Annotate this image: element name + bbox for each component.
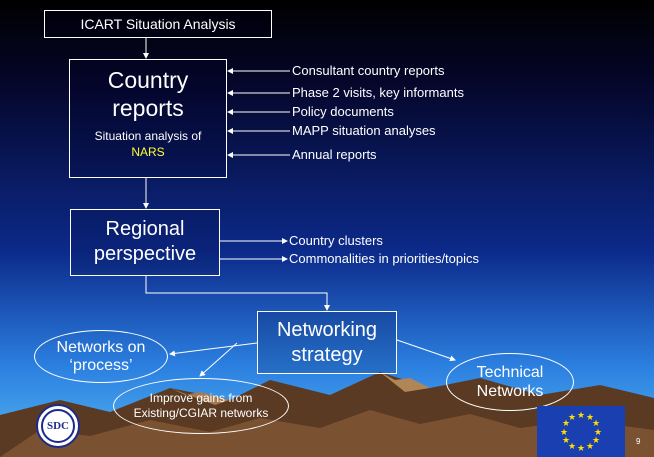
svg-text:★: ★: [568, 413, 576, 423]
sadc-logo-inner: SDC: [41, 409, 75, 443]
svg-text:★: ★: [577, 411, 585, 421]
eu-flag-icon: ★ ★ ★ ★ ★ ★ ★ ★ ★ ★ ★ ★: [537, 406, 625, 457]
output-label-clusters: Country clusters: [289, 233, 383, 248]
input-label-annual: Annual reports: [292, 147, 377, 162]
oval-technical-line1: Technical: [476, 364, 544, 381]
oval-gains-line2: Existing/CGIAR networks: [133, 406, 269, 420]
regional-title-2: perspective: [93, 243, 197, 265]
country-reports-sub: Situation analysis of: [94, 129, 202, 143]
svg-text:★: ★: [560, 428, 568, 438]
svg-text:★: ★: [562, 436, 570, 446]
input-label-policy: Policy documents: [292, 104, 394, 119]
oval-technical-line2: Networks: [476, 383, 544, 400]
regional-perspective-box: Regional perspective: [70, 209, 220, 276]
sadc-logo: SDC: [36, 404, 80, 448]
oval-networks-on-process: Networks on ‘process’: [34, 330, 168, 383]
svg-text:★: ★: [562, 419, 570, 429]
country-reports-title-1: Country: [107, 67, 189, 93]
title-box: ICART Situation Analysis: [44, 10, 272, 38]
country-reports-highlight: NARS: [131, 145, 165, 159]
country-reports-box: Country reports Situation analysis of NA…: [69, 59, 227, 178]
networking-strategy-box: Networking strategy: [257, 311, 397, 374]
networking-title-1: Networking: [276, 319, 378, 341]
oval-improve-gains: Improve gains from Existing/CGIAR networ…: [113, 378, 289, 434]
oval-gains-line1: Improve gains from: [149, 391, 253, 405]
svg-text:★: ★: [577, 444, 585, 454]
oval-technical-networks: Technical Networks: [446, 353, 574, 411]
svg-text:★: ★: [592, 419, 600, 429]
title-text: ICART Situation Analysis: [80, 16, 236, 32]
page-number: 9: [636, 437, 641, 446]
svg-text:★: ★: [586, 413, 594, 423]
input-label-mapp: MAPP situation analyses: [292, 123, 436, 138]
svg-text:★: ★: [568, 442, 576, 452]
country-reports-title-2: reports: [112, 95, 184, 121]
svg-text:★: ★: [594, 428, 602, 438]
networking-title-2: strategy: [291, 344, 363, 366]
eu-stars-icon: ★ ★ ★ ★ ★ ★ ★ ★ ★ ★ ★ ★: [560, 411, 602, 454]
svg-text:★: ★: [586, 442, 594, 452]
output-label-commonalities: Commonalities in priorities/topics: [289, 251, 480, 266]
oval-process-line2: ‘process’: [69, 356, 133, 374]
input-label-consultant: Consultant country reports: [292, 63, 445, 78]
svg-text:★: ★: [592, 436, 600, 446]
oval-process-line1: Networks on: [56, 338, 146, 356]
regional-title-1: Regional: [105, 218, 185, 240]
input-label-phase2: Phase 2 visits, key informants: [292, 85, 464, 100]
